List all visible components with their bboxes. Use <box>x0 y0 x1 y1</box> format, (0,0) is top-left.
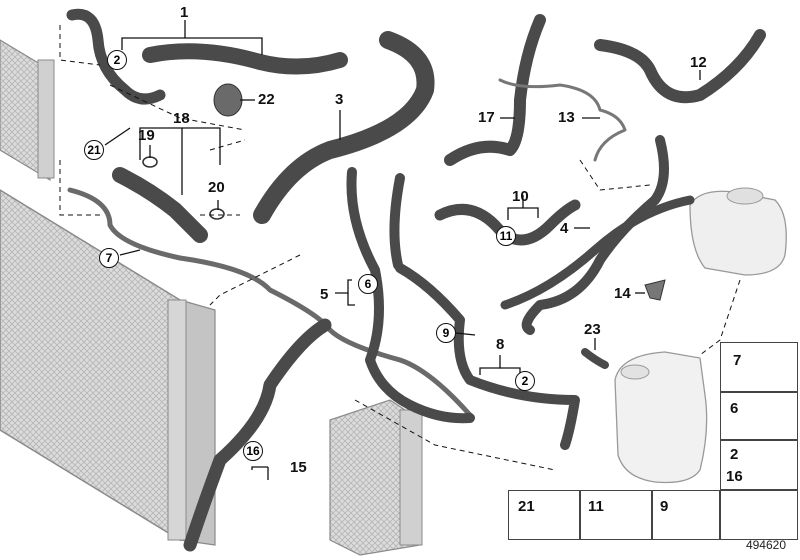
callout-8: 8 <box>496 336 505 353</box>
legend-label-9: 9 <box>660 498 669 515</box>
hose-clamp-22 <box>213 83 243 117</box>
callout-22: 22 <box>258 91 275 108</box>
bracket-14 <box>644 279 666 301</box>
legend-label-16: 16 <box>726 468 743 485</box>
callout-20: 20 <box>208 179 225 196</box>
legend-label-6: 6 <box>730 400 739 417</box>
callout-19: 19 <box>138 127 155 144</box>
aux-radiator-top-left <box>0 39 55 182</box>
callout-circled-2-top: 2 <box>107 50 127 70</box>
callout-circled-9: 9 <box>436 323 456 343</box>
callout-13: 13 <box>558 109 575 126</box>
legend-label-7: 7 <box>733 352 742 369</box>
callout-circled-7: 7 <box>99 248 119 268</box>
legend-label-2: 2 <box>730 446 739 463</box>
callout-18: 18 <box>173 110 190 127</box>
callout-4: 4 <box>560 220 569 237</box>
callout-10: 10 <box>512 188 529 205</box>
legend-cell-arrow <box>720 490 798 540</box>
callout-23: 23 <box>584 321 601 338</box>
o-ring-20 <box>209 208 225 220</box>
callout-17: 17 <box>478 109 495 126</box>
callout-14: 14 <box>614 285 631 302</box>
o-ring-19 <box>142 156 158 168</box>
callout-3: 3 <box>335 91 344 108</box>
legend-label-11: 11 <box>588 498 604 515</box>
callout-5: 5 <box>320 286 329 303</box>
callout-circled-2-lower: 2 <box>515 371 535 391</box>
expansion-tank-lower <box>614 351 708 484</box>
expansion-tank-upper <box>689 187 787 276</box>
main-radiator <box>0 189 216 546</box>
callout-15: 15 <box>290 459 307 476</box>
dashed-leader-lines <box>59 25 741 471</box>
callout-circled-6: 6 <box>358 274 378 294</box>
callout-circled-21: 21 <box>84 140 104 160</box>
document-id: 494620 <box>745 538 786 552</box>
legend-cell-21 <box>508 490 580 540</box>
legend-label-21: 21 <box>518 498 535 515</box>
legend-cell-6 <box>720 392 798 440</box>
legend-cell-2-16 <box>720 440 798 490</box>
aux-radiator-bottom <box>329 399 423 556</box>
hose-set <box>66 8 766 552</box>
callout-circled-16: 16 <box>243 441 263 461</box>
callout-12: 12 <box>690 54 707 71</box>
callout-1: 1 <box>180 4 189 21</box>
legend-cell-7 <box>720 342 798 392</box>
legend-cell-9 <box>652 490 720 540</box>
callout-circled-11: 11 <box>496 226 516 246</box>
legend-cell-11 <box>580 490 652 540</box>
